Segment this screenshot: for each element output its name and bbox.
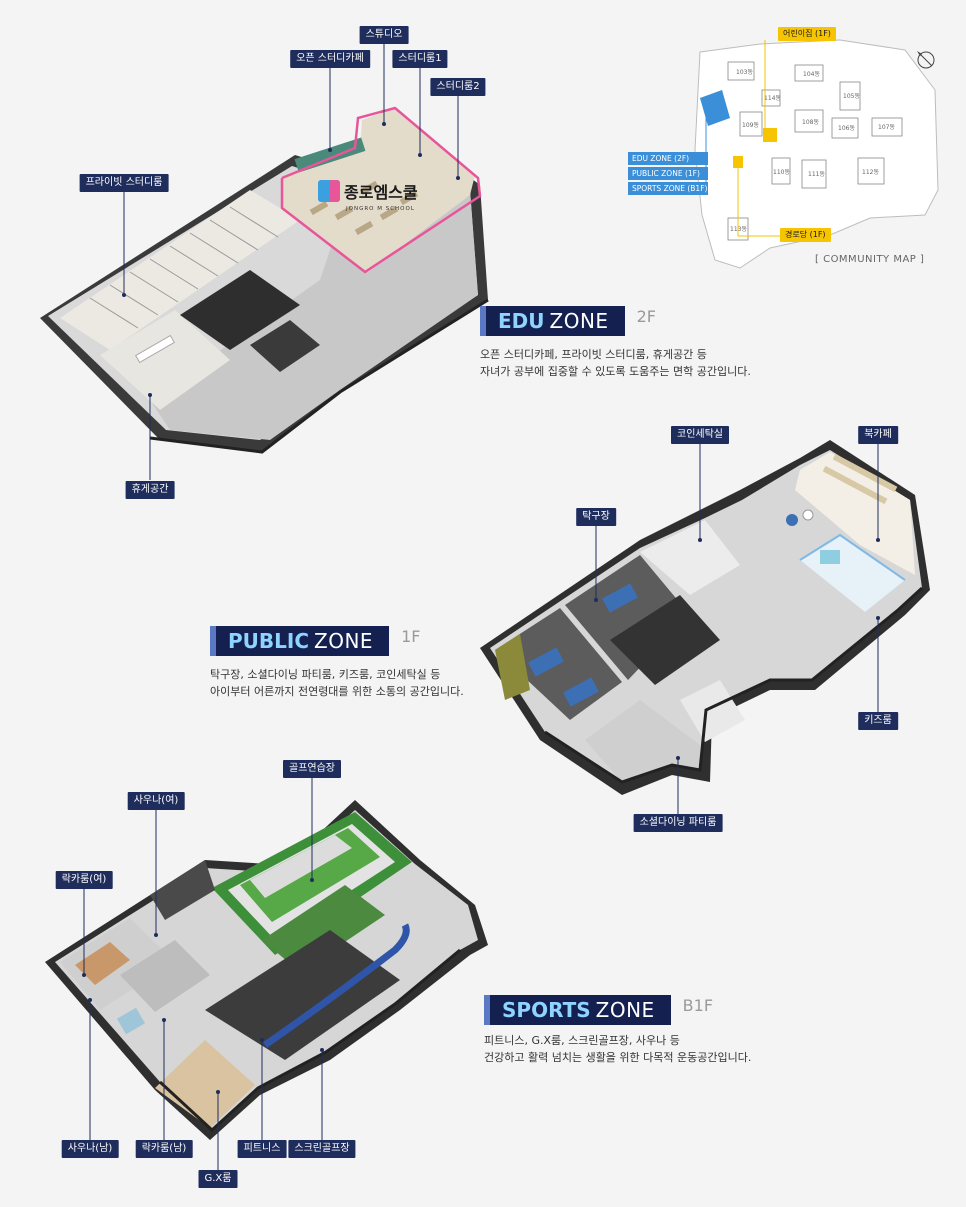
community-map-caption: [ COMMUNITY MAP ]	[815, 254, 925, 265]
label-social-dining: 소셜다이닝 파티룸	[633, 814, 723, 832]
bldg-114: 114동	[764, 95, 781, 102]
community-map: 103동 104동 105동 106동 107동 108동 109동 110동 …	[694, 39, 939, 269]
public-zone-description: 탁구장, 소셜다이닝 파티룸, 키즈룸, 코인세탁실 등 아이부터 어른까지 전…	[210, 666, 464, 700]
label-study-room-2: 스터디룸2	[430, 78, 486, 96]
sports-zone-highlight: SPORTS	[502, 998, 591, 1022]
community-building	[700, 90, 730, 126]
label-sauna-men: 사우나(남)	[61, 1140, 119, 1158]
bldg-110: 110동	[773, 169, 790, 176]
bldg-103: 103동	[736, 69, 753, 76]
bldg-107: 107동	[878, 124, 895, 131]
bldg-108: 108동	[802, 119, 819, 126]
sports-zone-floor: B1F	[682, 995, 714, 1015]
public-zone-floor: 1F	[401, 626, 421, 646]
edu-zone-title: EDU ZONE 2F	[480, 306, 656, 336]
edu-desc-line-2: 자녀가 공부에 집중할 수 있도록 도움주는 면학 공간입니다.	[480, 365, 751, 378]
label-studio: 스튜디오	[359, 26, 409, 44]
label-kids-room: 키즈룸	[858, 712, 898, 730]
public-zone-highlight: PUBLIC	[228, 629, 310, 653]
label-locker-men: 락카룸(남)	[135, 1140, 193, 1158]
sports-desc-line-1: 피트니스, G.X룸, 스크린골프장, 사우나 등	[484, 1034, 680, 1047]
senior-marker	[733, 156, 743, 168]
label-table-tennis: 탁구장	[576, 508, 616, 526]
senior-center-label: 경로당 (1F)	[780, 228, 831, 242]
bldg-105: 105동	[843, 93, 860, 100]
label-fitness: 피트니스	[237, 1140, 287, 1158]
sports-zone-title: SPORTS ZONE B1F	[484, 995, 713, 1025]
legend-sports-zone: SPORTS ZONE (B1F)	[628, 182, 708, 195]
jongro-mschool-logo: 종로엠스쿨 JONGRO M SCHOOL	[318, 180, 418, 212]
public-desc-line-1: 탁구장, 소셜다이닝 파티룸, 키즈룸, 코인세탁실 등	[210, 668, 441, 681]
label-coin-laundry: 코인세탁실	[671, 426, 729, 444]
edu-zone-floor: 2F	[636, 306, 656, 326]
edu-desc-line-1: 오픈 스터디카페, 프라이빗 스터디룸, 휴게공간 등	[480, 348, 707, 361]
label-private-study-room: 프라이빗 스터디룸	[79, 174, 169, 192]
label-locker-women: 락카룸(여)	[55, 871, 113, 889]
public-floorplan	[480, 440, 930, 814]
edu-zone-description: 오픈 스터디카페, 프라이빗 스터디룸, 휴게공간 등 자녀가 공부에 집중할 …	[480, 346, 751, 380]
bldg-106: 106동	[838, 125, 855, 132]
label-rest-area: 휴게공간	[125, 481, 175, 499]
edu-zone-word: ZONE	[549, 309, 609, 333]
edu-zone-highlight: EDU	[498, 309, 545, 333]
compass-icon	[917, 51, 935, 69]
legend-edu-zone: EDU ZONE (2F)	[628, 152, 708, 165]
label-screen-golf: 스크린골프장	[288, 1140, 356, 1158]
edu-highlight-outline	[280, 106, 482, 274]
label-golf-range: 골프연습장	[283, 760, 341, 778]
public-zone-word: ZONE	[314, 629, 374, 653]
sports-desc-line-2: 건강하고 활력 넘치는 생활을 위한 다목적 운동공간입니다.	[484, 1051, 752, 1064]
label-open-study-cafe: 오픈 스터디카페	[290, 50, 370, 68]
sports-zone-word: ZONE	[595, 998, 655, 1022]
svg-text:JONGRO M SCHOOL: JONGRO M SCHOOL	[345, 206, 415, 212]
bldg-111: 111동	[808, 171, 825, 178]
legend-public-zone: PUBLIC ZONE (1F)	[628, 167, 708, 180]
public-desc-line-2: 아이부터 어른까지 전연령대를 위한 소통의 공간입니다.	[210, 685, 464, 698]
public-zone-title: PUBLIC ZONE 1F	[210, 626, 420, 656]
site-outline	[694, 39, 939, 269]
nursery-marker	[763, 128, 777, 142]
bldg-112: 112동	[862, 169, 879, 176]
label-study-room-1: 스터디룸1	[392, 50, 448, 68]
edu-floorplan: 종로엠스쿨 JONGRO M SCHOOL	[40, 44, 489, 480]
svg-text:종로엠스쿨: 종로엠스쿨	[344, 183, 418, 202]
bldg-109: 109동	[742, 122, 759, 129]
sports-floorplan	[45, 778, 488, 1170]
nursery-label: 어린이집 (1F)	[778, 27, 836, 41]
bldg-104: 104동	[803, 71, 820, 78]
sports-zone-description: 피트니스, G.X룸, 스크린골프장, 사우나 등 건강하고 활력 넘치는 생활…	[484, 1032, 751, 1066]
label-gx-room: G.X룸	[198, 1170, 238, 1188]
bldg-113: 113동	[730, 226, 747, 233]
label-book-cafe: 북카페	[858, 426, 898, 444]
label-sauna-women: 사우나(여)	[127, 792, 185, 810]
